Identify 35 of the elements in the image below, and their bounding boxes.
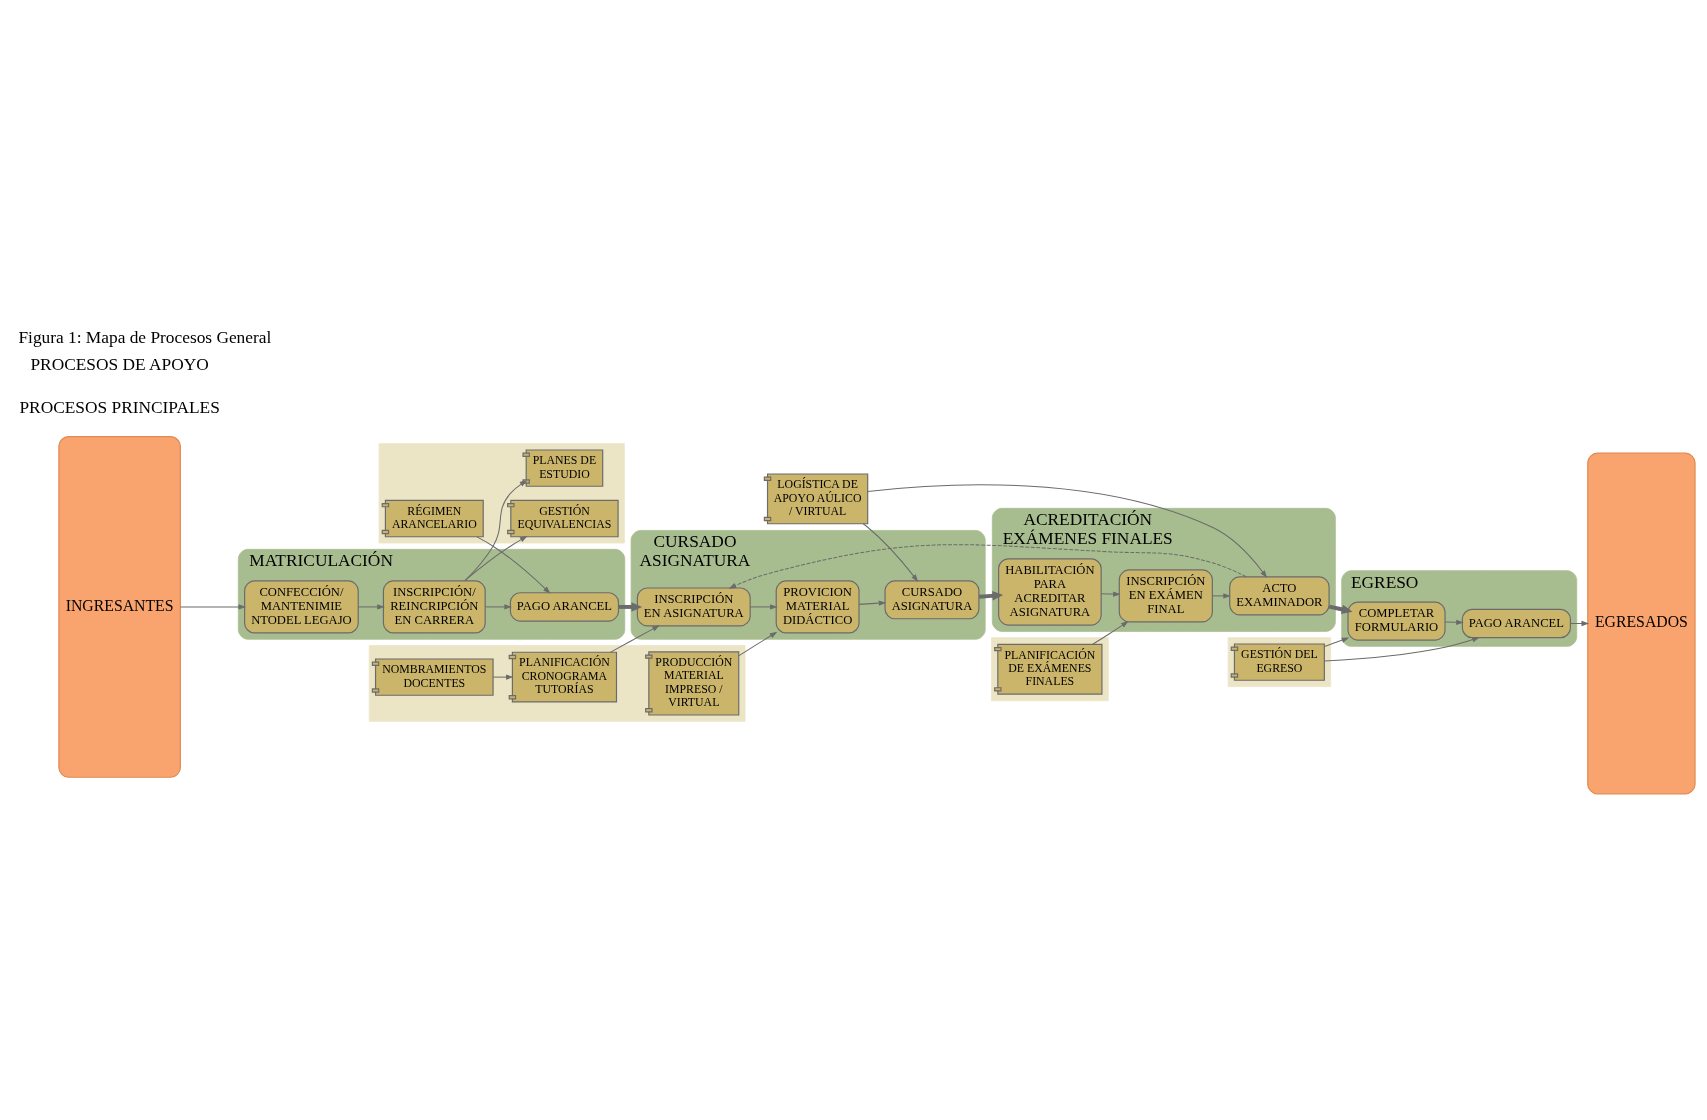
arrow [858,600,887,606]
node-box: CONFECCIÓN/ MANTENIMIE NTODEL LEGAJO [244,580,359,634]
arrow [485,604,512,610]
arrow [1100,591,1121,597]
arrow [464,480,528,582]
node-box: PAGO ARANCEL [1461,608,1571,639]
arrow [867,484,1268,578]
label: PROCESOS PRINCIPALES [19,397,220,417]
arrow [476,536,551,594]
node-box: INGRESANTES [58,436,181,778]
arrow [464,536,528,582]
label: PROCESOS DE APOYO [30,355,209,375]
diagram-title: Figura 1: Mapa de Procesos General [18,328,272,348]
arrow [1211,593,1231,599]
arrow [1324,637,1480,662]
arrow [1324,637,1350,647]
node-box: PROVICION MATERIAL DIDÁCTICO [775,580,860,634]
arrow [738,631,778,657]
arrow [492,674,514,680]
arrow [728,544,1247,589]
node-box: CURSADO ASIGNATURA [884,580,980,620]
node-box: COMPLETAR FORMULARIO [1347,601,1446,641]
arrow [862,523,919,582]
arrow [749,604,778,610]
arrow [1444,619,1464,625]
node-box: HABILITACIÓN PARA ACREDITAR ASIGNATURA [998,558,1102,626]
arrow [1092,621,1129,645]
arrow [179,604,247,610]
node-box: ACTO EXAMINADOR [1229,576,1330,616]
node-box: INSCRIPCIÓN EN EXÁMEN FINAL [1118,569,1213,623]
node-box: INSCRIPCIÓN/ REINCRIPCIÓN EN CARRERA [382,580,486,634]
node-box: PAGO ARANCEL [509,592,620,622]
arrow [357,604,385,610]
node-box: EGRESADOS [1587,452,1696,795]
node-box: INSCRIPCIÓN EN ASIGNATURA [636,587,751,627]
